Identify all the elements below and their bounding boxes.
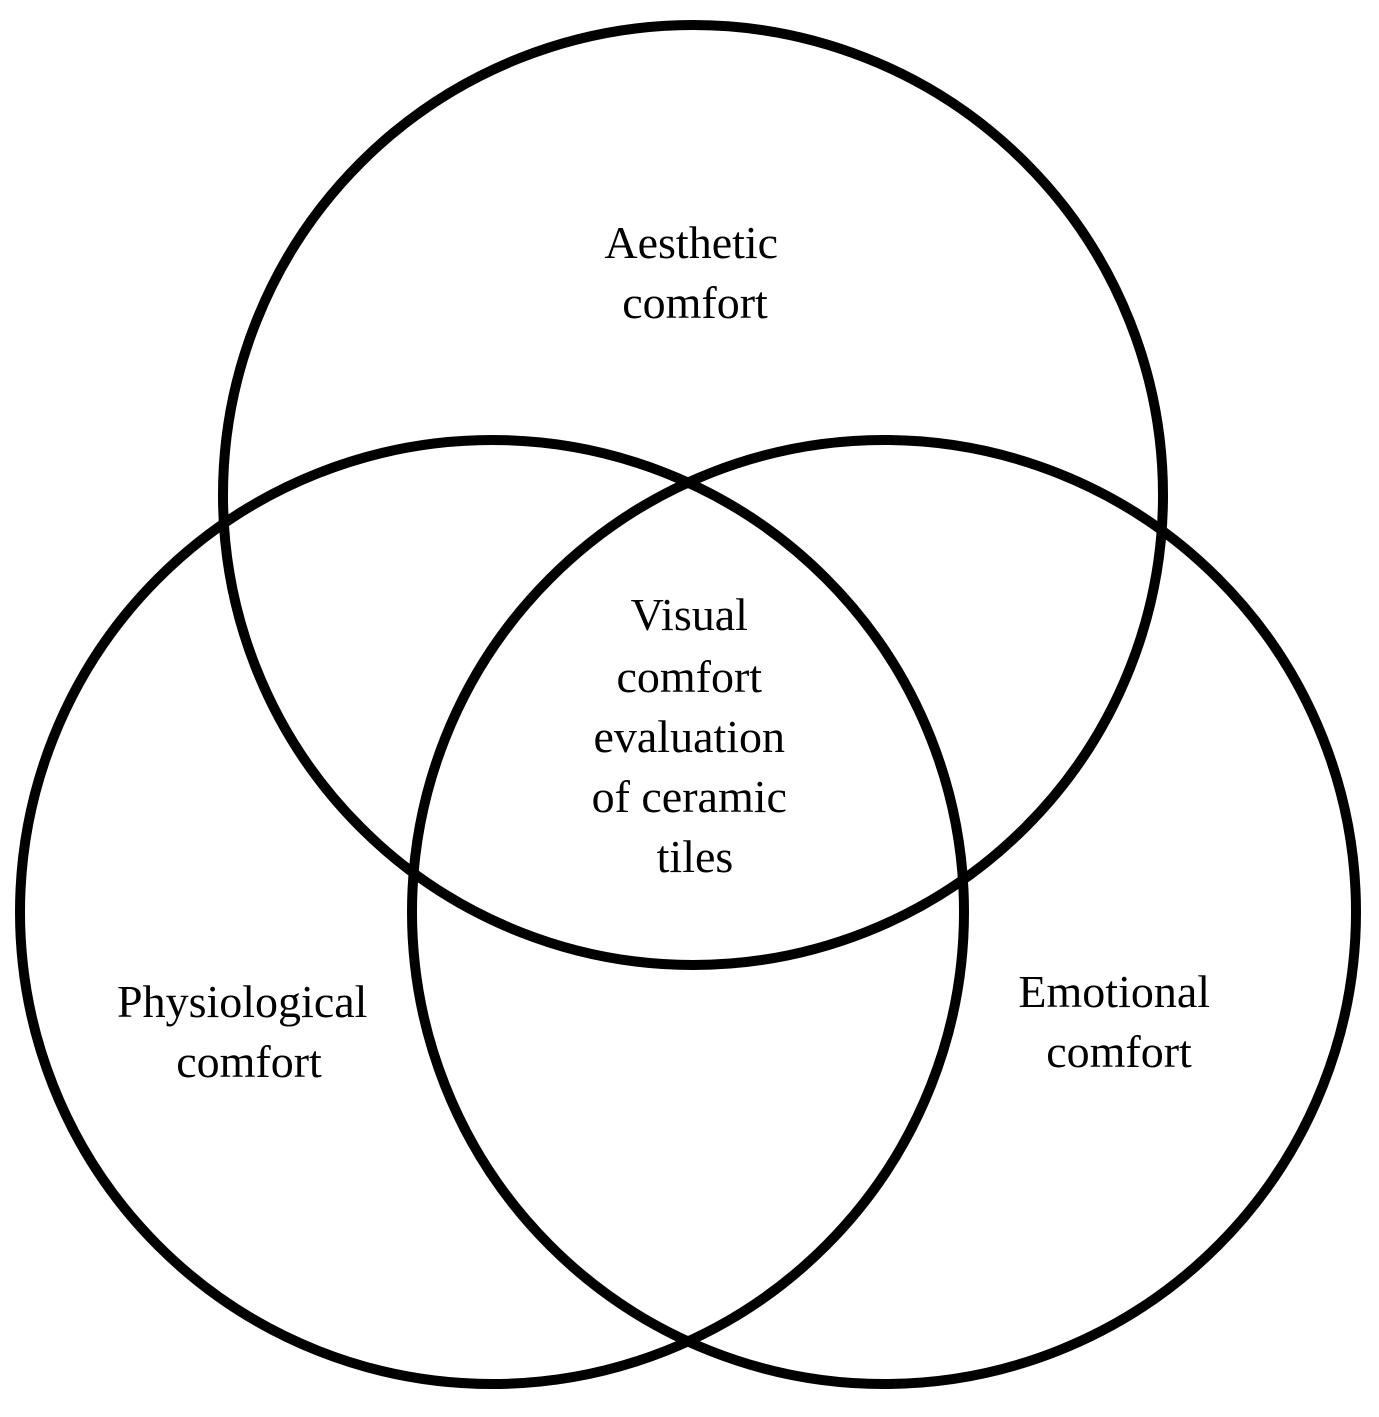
center-line-2: comfort [616,651,762,702]
emotional-comfort-label: Emotional comfort [1018,966,1221,1077]
center-line-1: Visual [631,589,748,640]
physiological-comfort-label: Physiological comfort [117,976,379,1087]
physiological-comfort-line-2: comfort [176,1036,322,1087]
center-label: Visual comfort evaluation of ceramic til… [592,589,799,882]
aesthetic-comfort-label: Aesthetic comfort [604,217,789,328]
aesthetic-comfort-line-2: comfort [622,277,768,328]
center-line-3: evaluation [593,711,785,762]
emotional-comfort-circle [407,435,1361,1389]
aesthetic-comfort-circle [218,20,1168,970]
emotional-comfort-line-2: comfort [1046,1026,1192,1077]
center-line-4: of ceramic [592,771,787,822]
physiological-comfort-line-1: Physiological [117,976,367,1027]
physiological-comfort-circle [15,435,969,1389]
emotional-comfort-line-1: Emotional [1018,966,1210,1017]
center-line-5: tiles [657,831,734,882]
aesthetic-comfort-line-1: Aesthetic [604,217,778,268]
